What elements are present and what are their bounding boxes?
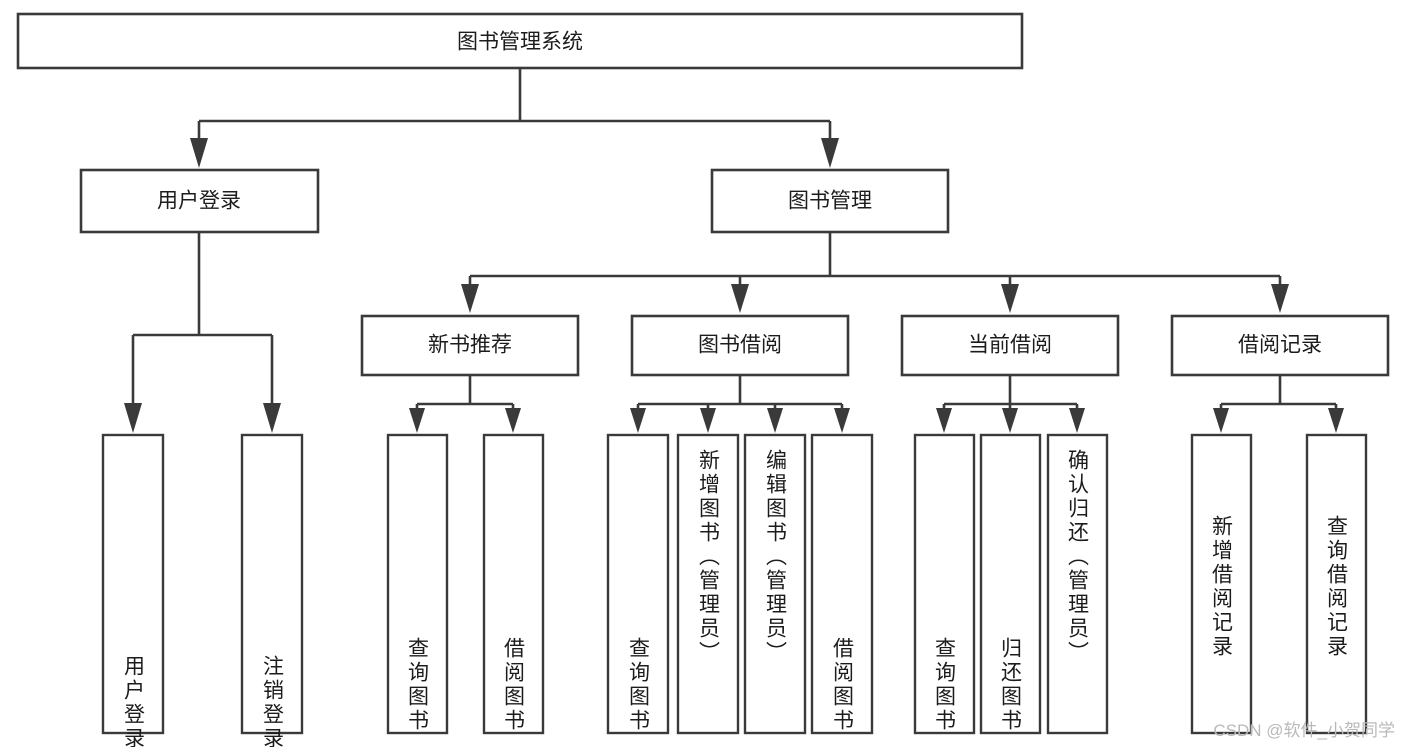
arrow-head-bb-add-book	[700, 408, 716, 433]
node-book-management[interactable]: 图书管理	[710, 168, 950, 234]
leaf-nb-borrow-book[interactable]: 借阅图书	[482, 433, 545, 735]
leaf-user-login[interactable]: 用户登录	[101, 433, 165, 747]
node-borrow-record-label: 借阅记录	[1238, 334, 1322, 357]
node-user-login[interactable]: 用户登录	[79, 168, 320, 234]
leaf-cb-query-book-label: 查询图书	[933, 637, 957, 733]
arrow-head-borrow-record	[1271, 284, 1289, 313]
leaf-logout-label: 注销登录	[261, 655, 285, 747]
node-current-borrow-label: 当前借阅	[968, 334, 1052, 357]
node-book-management-label: 图书管理	[788, 190, 872, 213]
leaf-user-login-label: 用户登录	[122, 655, 146, 747]
arrow-head-bb-borrow-book	[834, 408, 850, 433]
arrow-head-cb-confirm-return	[1069, 408, 1085, 433]
node-book-borrow[interactable]: 图书借阅	[630, 314, 850, 377]
node-root-label: 图书管理系统	[457, 31, 583, 54]
arrow-head-nb-borrow-book	[505, 408, 521, 433]
arrow-head-new-book	[461, 284, 479, 313]
connector-layer	[124, 68, 1344, 433]
node-root[interactable]: 图书管理系统	[16, 12, 1024, 70]
arrow-head-book-borrow	[731, 284, 749, 313]
arrow-head-cb-return-book	[1002, 408, 1018, 433]
leaf-cb-confirm-return[interactable]: 确认归还（管理员）	[1046, 433, 1109, 735]
leaf-bb-add-book[interactable]: 新增图书（管理员）	[676, 433, 740, 735]
arrow-head-book-manage	[821, 138, 839, 168]
leaf-br-add-record[interactable]: 新增借阅记录	[1190, 433, 1253, 735]
leaf-br-add-record-label: 新增借阅记录	[1210, 515, 1234, 659]
node-user-login-label: 用户登录	[157, 190, 241, 213]
leaf-br-query-record-label: 查询借阅记录	[1325, 515, 1349, 659]
leaf-bb-query-book[interactable]: 查询图书	[606, 433, 670, 735]
leaf-logout[interactable]: 注销登录	[240, 433, 304, 747]
leaf-bb-borrow-book[interactable]: 借阅图书	[810, 433, 874, 735]
leaf-cb-confirm-return-label: 确认归还（管理员）	[1066, 449, 1090, 665]
node-new-book-recommend-label: 新书推荐	[428, 334, 512, 357]
arrow-head-bb-edit-book	[767, 408, 783, 433]
arrow-head-leaf-user-login	[124, 403, 142, 433]
arrow-head-br-query-record	[1328, 408, 1344, 433]
leaf-bb-borrow-book-label: 借阅图书	[831, 637, 855, 733]
csdn-watermark: CSDN @软件_小贺同学	[1213, 721, 1395, 740]
leaf-bb-query-book-label: 查询图书	[627, 637, 651, 733]
node-book-borrow-label: 图书借阅	[698, 334, 782, 357]
leaf-nb-query-book[interactable]: 查询图书	[386, 433, 449, 735]
leaf-cb-return-book-label: 归还图书	[999, 637, 1023, 733]
leaf-nb-query-book-label: 查询图书	[406, 637, 430, 733]
node-new-book-recommend[interactable]: 新书推荐	[360, 314, 580, 377]
arrow-head-leaf-logout	[263, 403, 281, 433]
leaf-bb-edit-book[interactable]: 编辑图书（管理员）	[743, 433, 807, 735]
arrow-head-br-add-record	[1213, 408, 1229, 433]
node-borrow-record[interactable]: 借阅记录	[1170, 314, 1390, 377]
arrow-head-bb-query-book	[630, 408, 646, 433]
leaf-bb-edit-book-label: 编辑图书（管理员）	[764, 449, 788, 665]
leaf-bb-add-book-label: 新增图书（管理员）	[697, 449, 721, 665]
leaf-cb-query-book[interactable]: 查询图书	[913, 433, 976, 735]
arrow-head-nb-query-book	[409, 408, 425, 433]
node-current-borrow[interactable]: 当前借阅	[900, 314, 1120, 377]
leaf-br-query-record[interactable]: 查询借阅记录	[1305, 433, 1368, 735]
arrow-head-cb-query-book	[936, 408, 952, 433]
arrow-head-user-login	[190, 138, 208, 168]
leaf-cb-return-book[interactable]: 归还图书	[979, 433, 1042, 735]
leaf-nb-borrow-book-label: 借阅图书	[502, 637, 526, 733]
arrow-head-current-borrow	[1001, 284, 1019, 313]
